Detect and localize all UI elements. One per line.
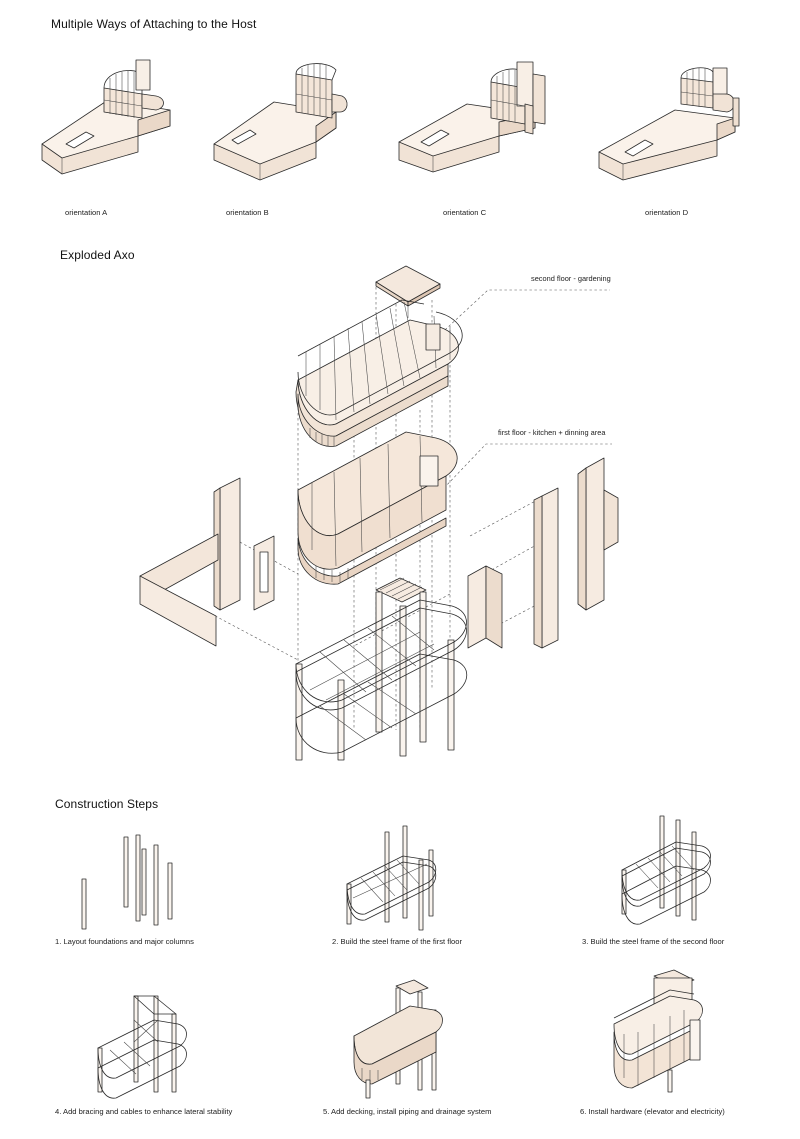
section-title-construction: Construction Steps	[55, 797, 159, 811]
step-4-drawing	[90, 990, 200, 1105]
roof-canopy	[376, 266, 440, 318]
step-6-label: 6. Install hardware (elevator and electr…	[580, 1107, 725, 1116]
orientation-c-label: orientation C	[443, 208, 487, 217]
step-1-drawing	[70, 825, 190, 935]
section-title-exploded: Exploded Axo	[60, 248, 135, 262]
step-1-label: 1. Layout foundations and major columns	[55, 937, 194, 946]
step-3-label: 3. Build the steel frame of the second f…	[582, 937, 725, 946]
step-4-label: 4. Add bracing and cables to enhance lat…	[55, 1107, 233, 1116]
second-floor-module	[296, 300, 462, 447]
step-3-drawing	[610, 810, 730, 930]
step-6-drawing	[608, 970, 718, 1105]
first-floor-module	[298, 432, 457, 584]
host-wall-right	[468, 458, 618, 648]
step-2-label: 2. Build the steel frame of the first fl…	[332, 937, 462, 946]
host-wall-left	[140, 478, 274, 646]
orientation-c-drawing	[395, 48, 565, 188]
leader-second-floor	[434, 290, 610, 340]
orientation-a-label: orientation A	[65, 208, 108, 217]
orientation-b-drawing	[210, 54, 360, 189]
leader-first-floor	[444, 444, 612, 488]
first-floor-label: first floor - kitchen + dinning area	[498, 428, 606, 437]
orientation-b-label: orientation B	[226, 208, 269, 217]
step-5-label: 5. Add decking, install piping and drain…	[323, 1107, 492, 1116]
section-title-attaching: Multiple Ways of Attaching to the Host	[51, 17, 257, 31]
steel-frame	[296, 578, 467, 760]
orientation-a-drawing	[38, 48, 178, 193]
orientation-d-label: orientation D	[645, 208, 689, 217]
second-floor-label: second floor - gardening	[531, 274, 611, 283]
step-2-drawing	[335, 820, 455, 935]
step-5-drawing	[348, 980, 458, 1105]
exploded-axo-drawing	[130, 260, 650, 770]
orientation-d-drawing	[595, 52, 755, 192]
